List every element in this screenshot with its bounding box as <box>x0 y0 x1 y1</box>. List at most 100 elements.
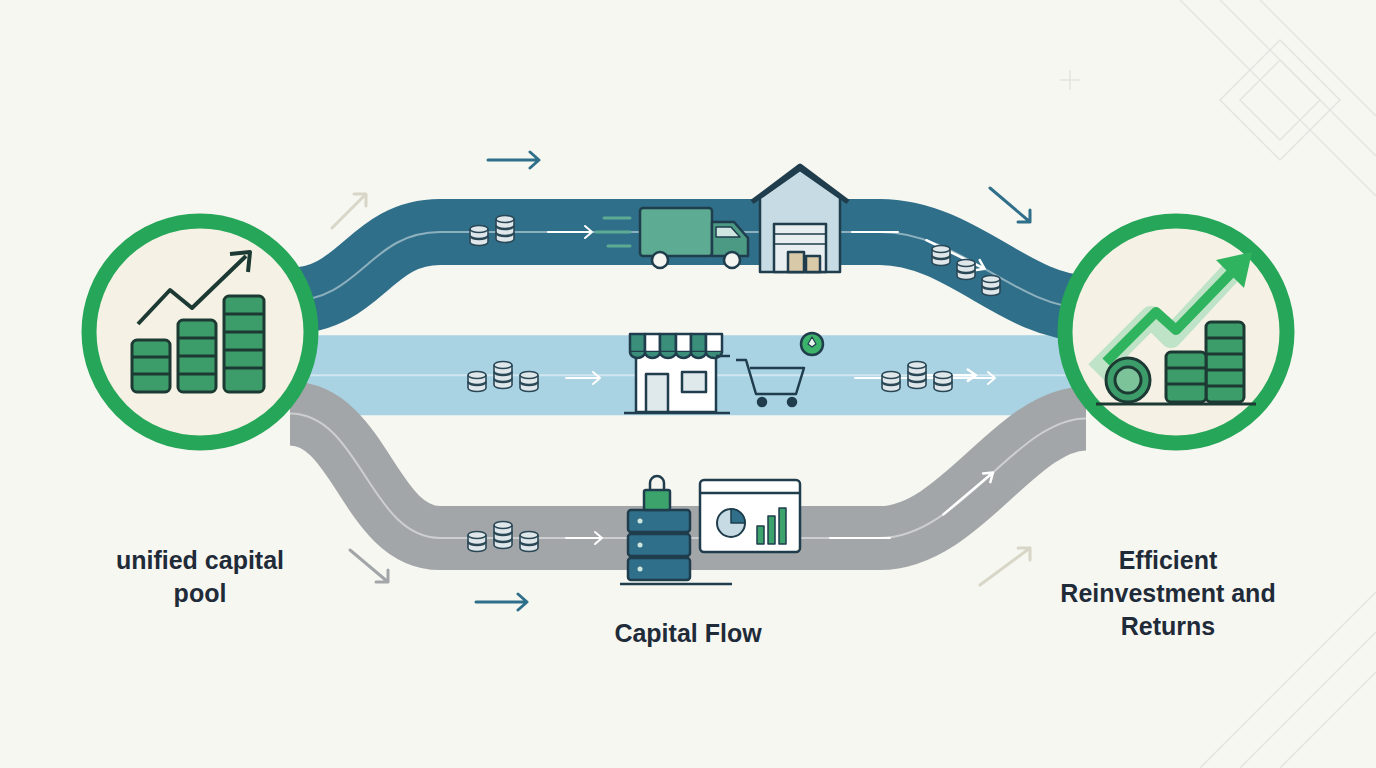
cart-icon <box>716 355 730 358</box>
dashboard-icon <box>700 480 800 552</box>
coin-stacks <box>934 372 952 392</box>
warehouse-icon <box>752 166 848 272</box>
flow-arrows <box>566 532 602 544</box>
dashboard-icon <box>757 526 764 544</box>
circle-icon <box>1216 252 1252 288</box>
background-decor <box>1240 632 1376 768</box>
cart-icon <box>788 398 796 406</box>
warehouse-icon <box>774 234 826 244</box>
server-icon <box>628 558 690 580</box>
cart-icon <box>758 398 766 406</box>
circle-icon <box>132 357 170 374</box>
flow-arrows <box>852 231 898 233</box>
circle-outline <box>80 212 320 452</box>
flow-label: Capital Flow <box>588 618 788 648</box>
store-icon <box>660 334 676 352</box>
coin-stacks <box>520 532 538 552</box>
background-decor <box>1060 0 1376 768</box>
cart-icon <box>808 337 816 347</box>
truck-icon <box>716 227 740 237</box>
background-decor <box>1280 672 1376 768</box>
coin-stacks <box>468 216 1000 552</box>
background-decor <box>1220 0 1376 156</box>
background-decor <box>1240 60 1320 140</box>
store-icon <box>682 372 706 392</box>
warehouse-icon <box>806 256 820 272</box>
flow-arrows <box>548 226 592 238</box>
flow-arrows <box>980 548 1030 585</box>
store-icon <box>636 352 716 412</box>
circle-icon <box>224 296 264 392</box>
capital-band <box>290 414 1086 538</box>
store-icon <box>646 374 668 412</box>
circle-icon <box>138 256 246 324</box>
coin-stacks <box>982 276 1000 296</box>
store-icon <box>676 334 691 352</box>
store-icon <box>624 334 730 413</box>
circle-icon <box>230 252 250 272</box>
dashboard-icon <box>731 509 745 523</box>
cart-icon <box>736 360 804 394</box>
warehouse-icon <box>788 252 804 272</box>
coin-stacks <box>882 372 900 392</box>
circle-icon <box>1115 367 1141 393</box>
dashboard-icon <box>700 480 800 552</box>
background-decor <box>1180 0 1376 196</box>
server-icon <box>628 534 690 556</box>
store-icon <box>630 352 722 358</box>
truck-icon <box>596 208 748 268</box>
circle-icon <box>178 338 216 374</box>
background-decor <box>1200 592 1376 768</box>
truck-icon <box>596 218 630 246</box>
coin-stacks <box>932 246 950 266</box>
flow-arrows <box>830 537 890 539</box>
server-icon <box>638 519 643 524</box>
truck-icon <box>712 222 748 256</box>
flow-arrows <box>332 194 366 228</box>
flow-arrows <box>566 372 600 384</box>
coin-stacks <box>520 372 538 392</box>
store-icon <box>691 334 706 352</box>
store-icon <box>630 334 645 352</box>
node-label: Efficient Reinvestment and Returns <box>1058 544 1278 643</box>
flow-arrows <box>350 550 388 582</box>
circle-icon <box>132 340 170 392</box>
circle-icon <box>1206 338 1244 386</box>
truck-icon <box>724 252 740 268</box>
coin-stacks <box>468 532 486 552</box>
server-icon <box>638 543 643 548</box>
dashboard-icon <box>768 516 775 544</box>
circle-icon <box>1206 322 1244 402</box>
coin-stacks <box>957 260 975 280</box>
flow-arrows <box>990 188 1030 222</box>
edge-layer <box>290 232 1086 538</box>
flow-arrows <box>488 152 539 168</box>
store-icon <box>624 412 730 415</box>
flow-arrows <box>476 594 527 610</box>
arrow-head <box>926 240 984 270</box>
capital-circle: unified capital pool <box>80 212 320 452</box>
truck-icon <box>652 252 668 268</box>
truck-icon <box>640 208 712 256</box>
server-icon <box>638 567 643 572</box>
capital-circle: Efficient Reinvestment and Returns <box>1056 212 1296 452</box>
server-icon <box>650 476 664 490</box>
circle-icon <box>1096 403 1256 406</box>
circle-outline <box>1056 212 1296 452</box>
node-label: unified capital pool <box>110 544 290 610</box>
coin-stacks <box>908 362 926 389</box>
circle-icon <box>1106 322 1244 402</box>
circle-icon <box>1065 221 1287 443</box>
server-icon <box>628 510 690 532</box>
band-line <box>290 414 1086 538</box>
server-icon <box>644 490 670 510</box>
store-icon <box>706 334 722 352</box>
dashboard-icon <box>717 509 745 537</box>
warehouse-icon <box>752 166 848 202</box>
warehouse-icon <box>774 224 826 272</box>
arrow-head <box>943 472 993 514</box>
circle-icon <box>224 314 264 368</box>
coin-stacks <box>496 216 514 243</box>
coin-stacks <box>468 372 486 392</box>
background-decor <box>1220 40 1340 160</box>
